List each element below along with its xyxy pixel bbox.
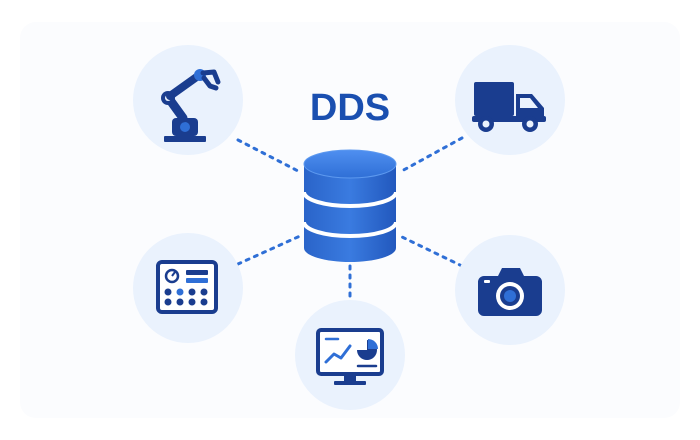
node-camera [455, 235, 565, 345]
node-control-panel [133, 233, 243, 343]
diagram-title: DDS [310, 87, 390, 129]
node-truck [455, 45, 565, 155]
connector-truck [398, 136, 464, 174]
node-robot-arm [133, 45, 243, 155]
connectors [236, 136, 464, 304]
node-monitor [295, 300, 405, 410]
truck-icon [472, 82, 546, 132]
monitor-dashboard-icon [316, 328, 384, 385]
robot-arm-icon [161, 69, 221, 142]
camera-icon [478, 268, 542, 316]
database-icon [302, 149, 398, 262]
connector-robot-arm [236, 138, 302, 174]
control-panel-icon [156, 260, 218, 314]
connector-camera [398, 234, 464, 268]
connector-control-panel [236, 234, 302, 266]
